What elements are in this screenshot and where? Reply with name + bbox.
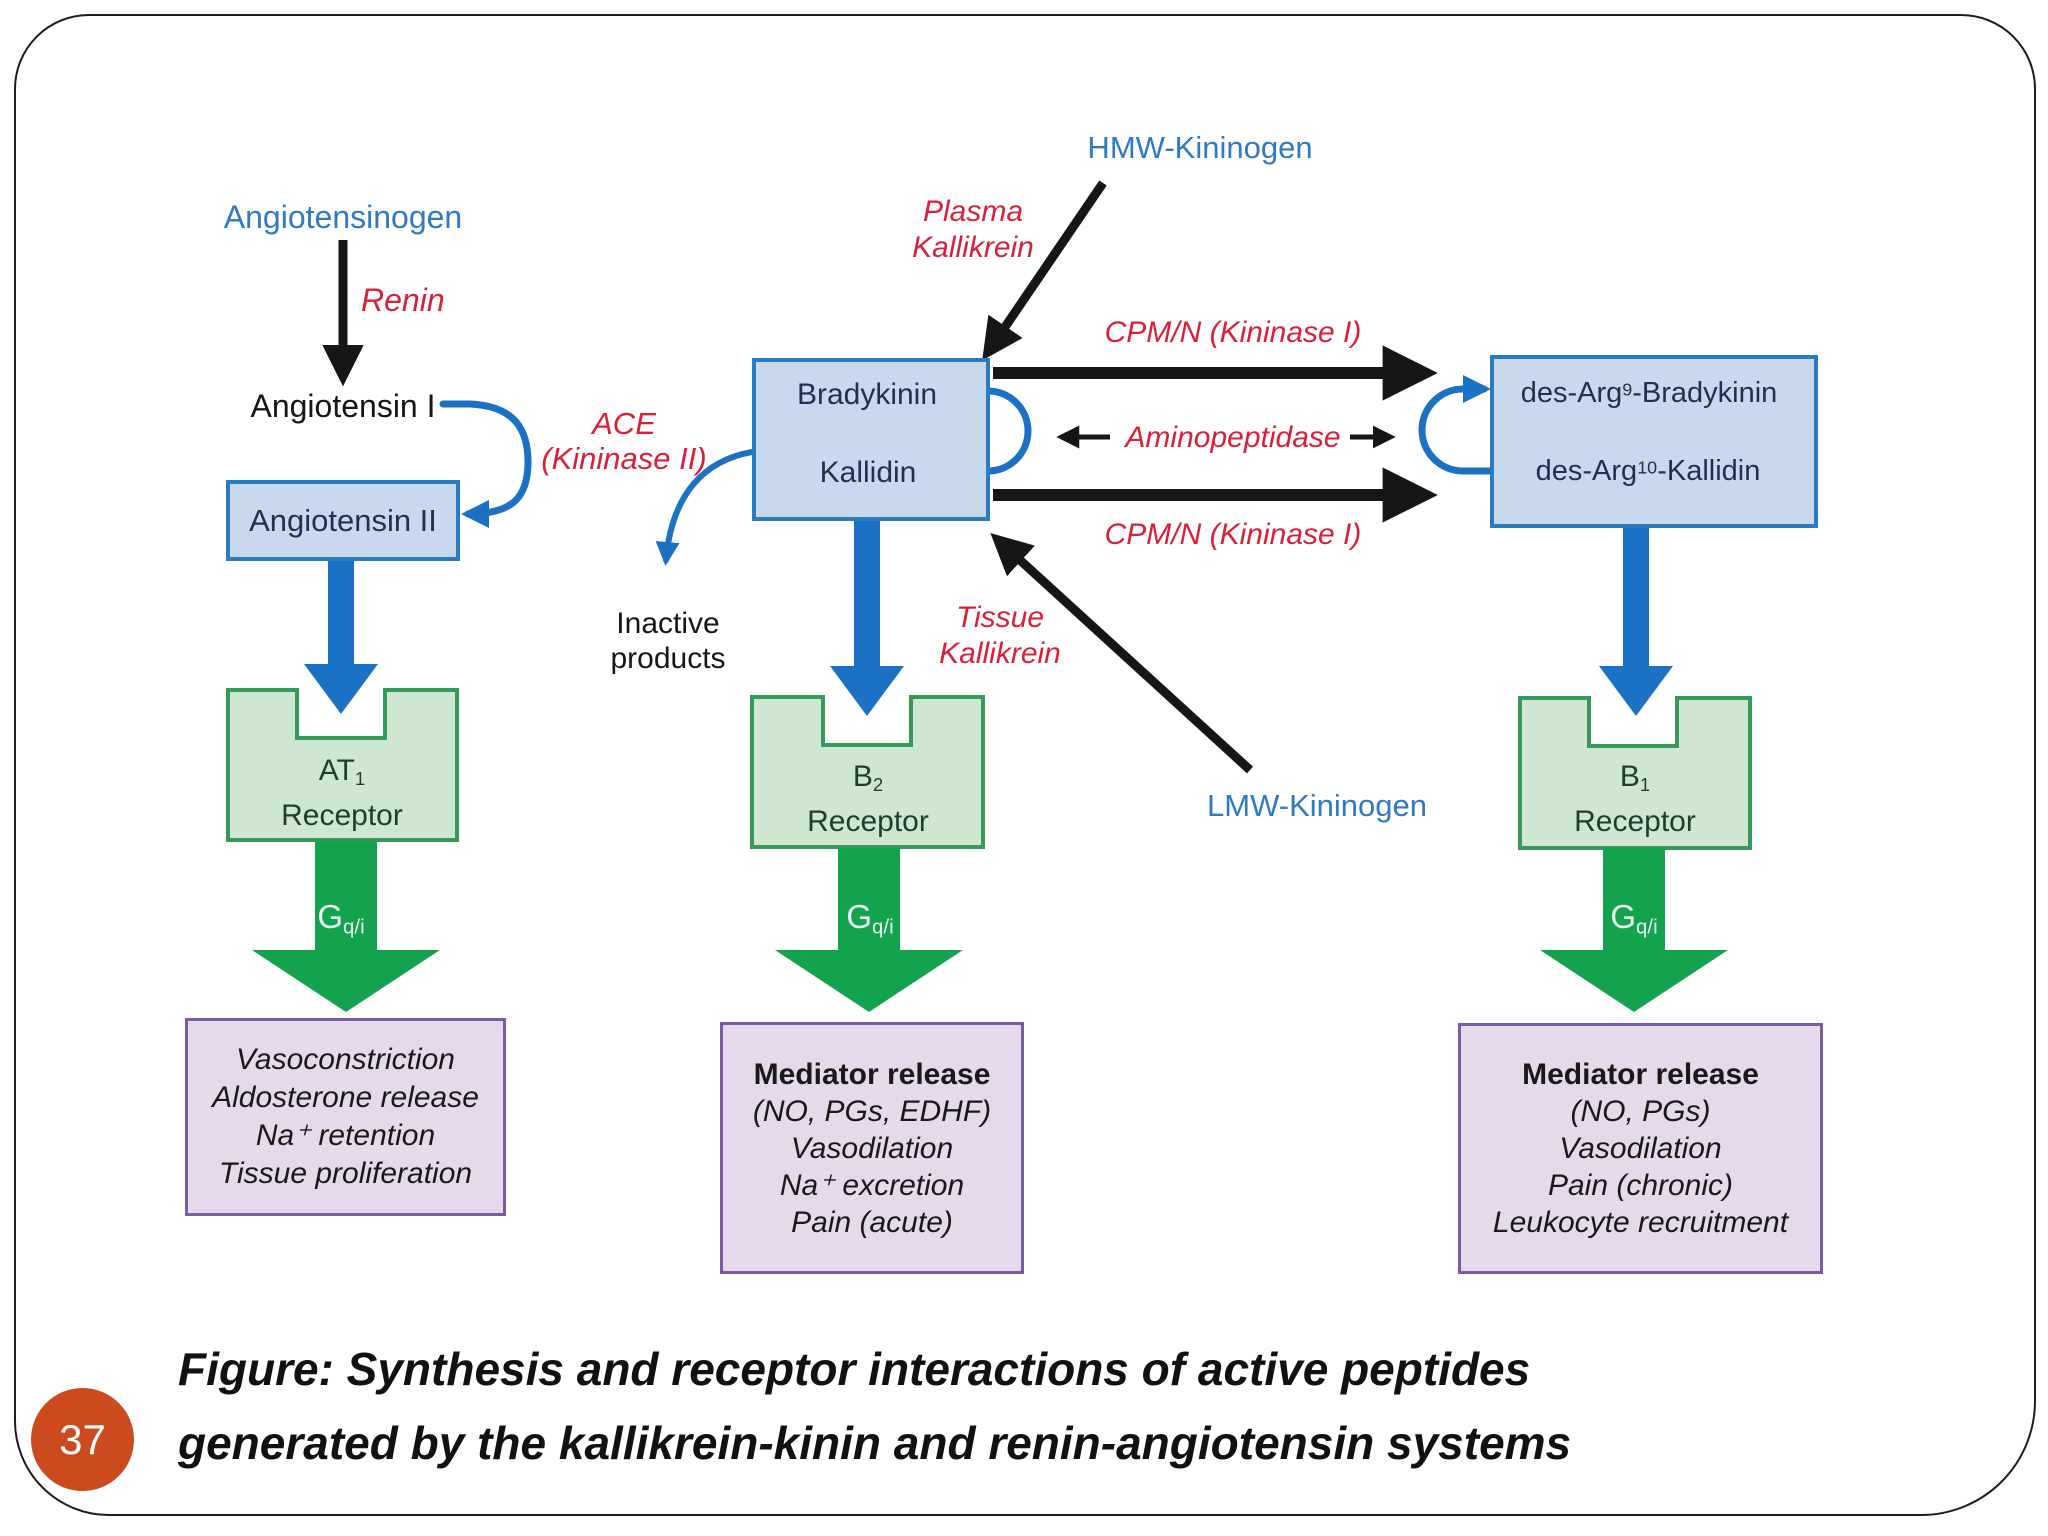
arrow-angiotensin2-to-at1 <box>304 556 378 714</box>
cpmn-kininase1-top-label: CPM/N (Kininase I) <box>1104 316 1362 349</box>
tissue-kallikrein-label: Tissue Kallikrein <box>939 601 1061 670</box>
arrow-gprotein-at1 <box>252 841 440 1012</box>
arrow-hmw-to-kinin-box <box>982 180 1107 361</box>
at1-receptor-shape <box>226 688 459 842</box>
kinin-box <box>752 358 990 521</box>
des-arg9-bradykinin-label: des-Arg9-Bradykinin <box>1520 377 1778 409</box>
curve-ace-angiotensin1-to-2 <box>439 400 532 528</box>
lmw-kininogen-label: LMW-Kininogen <box>1207 788 1427 823</box>
kallidin-label: Kallidin <box>819 456 917 489</box>
slide-border <box>14 14 2036 1516</box>
angiotensinogen-label: Angiotensinogen <box>223 199 463 235</box>
arrow-kinins-to-b2 <box>830 515 904 716</box>
plasma-kallikrein-label: Plasma Kallikrein <box>912 195 1034 264</box>
renin-label: Renin <box>361 282 445 318</box>
curve-to-inactive-products <box>655 449 755 566</box>
aminopeptidase-label: Aminopeptidase <box>1125 421 1341 454</box>
b2-receptor-shape <box>750 695 985 849</box>
arrow-gprotein-b1 <box>1540 848 1728 1012</box>
at1-receptor-label: AT1 Receptor <box>281 754 403 833</box>
arrow-lmw-to-kinin-box <box>990 533 1254 774</box>
b2-receptor-label: B2 Receptor <box>807 760 929 839</box>
curve-kallidin-to-bradykinin <box>921 377 1032 475</box>
angiotensin2-box: Angiotensin II <box>226 480 460 561</box>
ace-kininase2-label: ACE (Kininase II) <box>541 406 707 476</box>
bradykinin-label: Bradykinin <box>796 378 938 411</box>
arrow-gprotein-b2 <box>775 848 963 1012</box>
at1-effects-box: Vasoconstriction Aldosterone release Na⁺… <box>185 1018 506 1216</box>
figure-caption-line2: generated by the kallikrein-kinin and re… <box>178 1417 1572 1469</box>
hmw-kininogen-label: HMW-Kininogen <box>1087 130 1313 165</box>
des-arg10-kallidin-label: des-Arg10-Kallidin <box>1535 455 1761 487</box>
angiotensin2-label: Angiotensin II <box>249 502 437 538</box>
b1-receptor-label: B1 Receptor <box>1574 760 1696 839</box>
b1-effects-box: Mediator release (NO, PGs) Vasodilation … <box>1458 1023 1823 1274</box>
curve-desarg10-to-desarg9 <box>1418 375 1522 475</box>
b2-effects-box: Mediator release (NO, PGs, EDHF) Vasodil… <box>720 1022 1024 1274</box>
gqi-label-b1: Gq/i <box>1610 898 1658 939</box>
page-number-badge: 37 <box>31 1388 134 1491</box>
figure-caption-line1: Figure: Synthesis and receptor interacti… <box>178 1343 1531 1395</box>
page-number: 37 <box>59 1415 106 1463</box>
des-arg-kinin-box <box>1490 355 1818 528</box>
b1-receptor-shape <box>1518 696 1752 850</box>
gqi-label-b2: Gq/i <box>846 898 894 939</box>
gqi-label-at1: Gq/i <box>317 898 365 939</box>
inactive-products-label: Inactive products <box>610 607 726 675</box>
arrow-desarg-to-b1 <box>1599 522 1673 716</box>
angiotensin1-label: Angiotensin I <box>250 388 436 424</box>
cpmn-kininase1-bottom-label: CPM/N (Kininase I) <box>1104 518 1362 551</box>
